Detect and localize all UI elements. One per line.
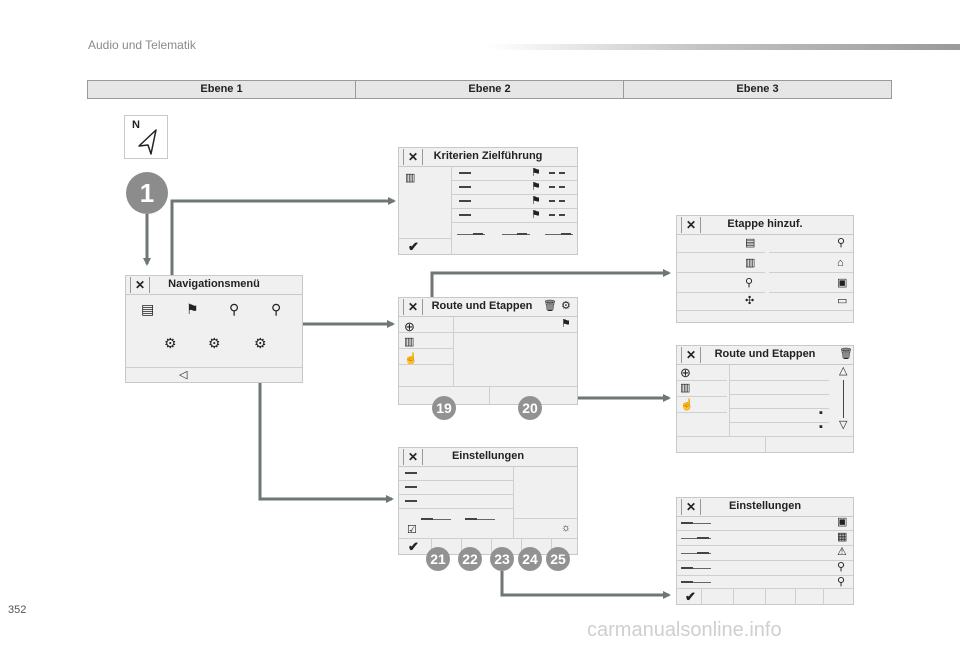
etappe-title: Etappe hinzuf. [727, 218, 803, 230]
close-icon[interactable]: ✕ [681, 499, 701, 515]
flag-icon: ⚑ [531, 167, 541, 179]
check-icon[interactable]: ✔ [408, 539, 419, 554]
search-abc-icon[interactable]: ⚲ [271, 301, 282, 317]
badge-21: 21 [426, 547, 450, 571]
flag-icon: ⚑ [531, 209, 541, 221]
language-icon[interactable]: ▣ [837, 516, 848, 528]
move-down-icon[interactable]: ▽ [839, 419, 848, 431]
poi-search-icon[interactable]: ⚲ [229, 301, 240, 317]
close-icon[interactable]: ✕ [681, 347, 701, 363]
etappe-hinzufuegen-panel: ✕ Etappe hinzuf. ▤ ▥ ⚲ ✣ ⚲ ⌂ ▣ ▭ [676, 215, 854, 323]
close-icon[interactable]: ✕ [403, 149, 423, 165]
watermark: carmanualsonline.info [587, 619, 782, 641]
route-etappen-l3-title: Route und Etappen [714, 348, 816, 360]
flag-icon[interactable]: ⚑ [186, 301, 199, 317]
back-icon[interactable]: ◁ [179, 369, 188, 381]
close-icon[interactable]: ✕ [403, 299, 423, 315]
map-icon[interactable]: ▥ [404, 336, 415, 348]
badge-22: 22 [458, 547, 482, 571]
delete-icon[interactable]: 🗑 [543, 300, 557, 312]
arrow-to-einstellungen-l2 [258, 350, 394, 503]
page-header-title: Audio und Telematik [88, 38, 196, 52]
route-etappen-l3-panel: ✕ Route und Etappen 🗑 ⊕ ▥ ☝ △ ▽ ▪ ▪ [676, 345, 854, 453]
arrow-to-einstellungen-l3 [500, 571, 671, 599]
flag-icon: ⚑ [531, 195, 541, 207]
destination-entry-icon[interactable]: ▤ [745, 237, 756, 249]
traffic-icon[interactable]: ▦ [837, 531, 848, 543]
folder-icon[interactable]: ▭ [837, 295, 848, 307]
badge-24: 24 [518, 547, 542, 571]
kriterien-zielfuehrung-panel: ✕ Kriterien Zielführung ▥ ⚑ ⚑ ⚑ ⚑ ✔ [398, 147, 578, 255]
level-2-header: Ebene 2 [356, 81, 624, 98]
pin-icon[interactable]: ⚲ [837, 561, 846, 573]
step-1-badge: 1 [126, 172, 168, 214]
check-icon[interactable]: ✔ [408, 239, 419, 254]
close-icon[interactable]: ✕ [130, 277, 150, 293]
edit-icon[interactable]: ☑ [407, 524, 417, 536]
map-icon[interactable]: ▥ [745, 257, 756, 269]
level-1-header: Ebene 1 [88, 81, 356, 98]
badge-25: 25 [546, 547, 570, 571]
route-settings-icon[interactable]: ⚙ [164, 335, 177, 351]
badge-23: 23 [490, 547, 514, 571]
gear-icon[interactable]: ⚙ [254, 335, 267, 351]
map-icon[interactable]: ▥ [405, 172, 416, 184]
einstellungen-l2-title: Einstellungen [451, 450, 525, 462]
delete-waypoint-icon[interactable]: ▪ [819, 421, 823, 433]
compass-icon: N [124, 115, 168, 159]
header-gradient-bar [488, 44, 960, 50]
pin-icon[interactable]: ⚲ [837, 576, 846, 588]
check-icon[interactable]: ✔ [685, 589, 696, 604]
hand-icon[interactable]: ☝ [680, 399, 694, 411]
delete-icon[interactable]: 🗑 [839, 348, 853, 360]
compass-north-label: N [132, 119, 140, 131]
navigationsmenu-panel: ✕ Navigationsmenü ▤ ⚑ ⚲ ⚲ ⚙ ⚙ ⚙ ◁ [125, 275, 303, 383]
move-up-icon[interactable]: △ [839, 365, 848, 377]
close-icon[interactable]: ✕ [681, 217, 701, 233]
hand-icon[interactable]: ☝ [404, 353, 418, 365]
level-3-header: Ebene 3 [736, 83, 779, 95]
flag-icon: ⚑ [531, 181, 541, 193]
badge-19: 19 [432, 396, 456, 420]
waypoint-settings-icon[interactable]: ⚙ [208, 335, 221, 351]
route-etappen-l2-panel: ✕ Route und Etappen 🗑 ⚙ ⊕ ▥ ☝ ⚑ [398, 297, 578, 405]
day-night-icon[interactable]: ☼ [561, 522, 572, 534]
close-icon[interactable]: ✕ [403, 449, 423, 465]
route-etappen-l2-title: Route und Etappen [431, 300, 533, 312]
gear-icon[interactable]: ⚙ [561, 300, 571, 312]
kriterien-title: Kriterien Zielführung [433, 150, 543, 162]
contacts-icon[interactable]: ▣ [837, 277, 848, 289]
einstellungen-l3-title: Einstellungen [728, 500, 802, 512]
add-icon[interactable]: ⊕ [404, 319, 415, 334]
einstellungen-l3-panel: ✕ Einstellungen ▣ ▦ ⚠ ⚲ ⚲ ✔ [676, 497, 854, 605]
warning-icon[interactable]: ⚠ [837, 546, 847, 558]
add-icon[interactable]: ⊕ [680, 365, 691, 380]
flag-icon: ⚑ [561, 318, 571, 330]
map-icon[interactable]: ▥ [680, 382, 691, 394]
page-number: 352 [8, 604, 27, 616]
einstellungen-l2-panel: ✕ Einstellungen ☑ ☼ ✔ [398, 447, 578, 555]
destination-entry-icon[interactable]: ▤ [141, 301, 155, 317]
poi-search-icon[interactable]: ⚲ [837, 237, 846, 249]
level-header-row: Ebene 1 Ebene 2 Ebene 3 [87, 80, 892, 99]
badge-20: 20 [518, 396, 542, 420]
navigationsmenu-title: Navigationsmenü [168, 278, 260, 290]
delete-waypoint-icon[interactable]: ▪ [819, 407, 823, 419]
home-icon[interactable]: ⌂ [837, 257, 844, 269]
search-icon[interactable]: ⚲ [745, 277, 754, 289]
satellite-icon[interactable]: ✣ [745, 295, 755, 307]
